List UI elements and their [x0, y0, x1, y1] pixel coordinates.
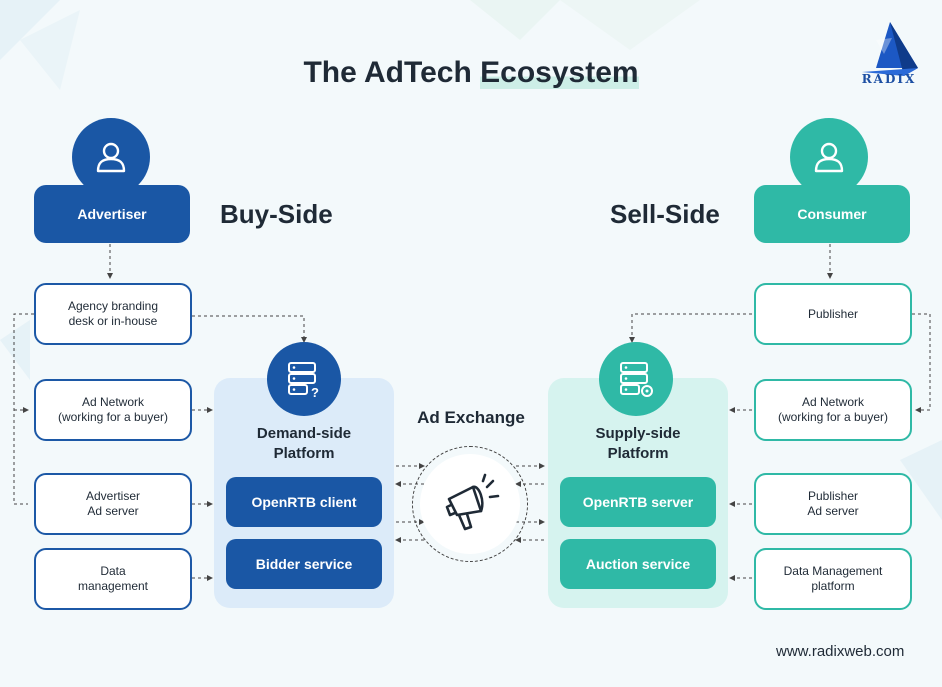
megaphone-icon: [445, 473, 500, 531]
data-management-box: Data management: [34, 548, 192, 610]
ad-network-buyer-box: Ad Network (working for a buyer): [34, 379, 192, 441]
server-question-icon: ?: [288, 362, 319, 400]
publisher-ad-server-box: Publisher Ad server: [754, 473, 912, 535]
advertiser-ad-server-box: Advertiser Ad server: [34, 473, 192, 535]
user-icon: [96, 142, 126, 173]
openrtb-client-pill: OpenRTB client: [226, 477, 382, 527]
page-title: The AdTech Ecosystem: [0, 56, 942, 90]
dsp-title: Demand-side Platform: [256, 425, 352, 462]
ad-exchange-ring: [412, 446, 528, 562]
dsp-server-icon: ?: [267, 342, 341, 416]
title-highlight: Ecosystem: [480, 56, 639, 89]
data-management-platform-box: Data Management platform: [754, 548, 912, 610]
ad-network-seller-box: Ad Network (working for a buyer): [754, 379, 912, 441]
auction-service-pill: Auction service: [560, 539, 716, 589]
radix-logo-text: RADIX: [861, 72, 917, 86]
svg-text:?: ?: [311, 385, 319, 400]
radix-logo-icon: [862, 22, 918, 76]
footer-url[interactable]: www.radixweb.com: [776, 643, 905, 660]
ssp-title: Supply-side Platform: [595, 425, 681, 462]
server-gear-icon: [620, 362, 653, 397]
advertiser-role: Advertiser: [34, 185, 190, 243]
openrtb-server-pill: OpenRTB server: [560, 477, 716, 527]
buy-side-label: Buy-Side: [220, 199, 333, 229]
title-prefix: The AdTech: [303, 56, 472, 89]
ad-exchange-label: Ad Exchange: [417, 408, 525, 427]
advertiser-avatar: [72, 118, 150, 196]
consumer-role: Consumer: [754, 185, 910, 243]
agency-branding-box: Agency branding desk or in-house: [34, 283, 192, 345]
ssp-server-icon: [599, 342, 673, 416]
ad-exchange-circle: [420, 454, 520, 554]
user-icon: [814, 142, 844, 173]
bidder-service-pill: Bidder service: [226, 539, 382, 589]
sell-side-label: Sell-Side: [610, 199, 720, 229]
consumer-avatar: [790, 118, 868, 196]
publisher-box: Publisher: [754, 283, 912, 345]
